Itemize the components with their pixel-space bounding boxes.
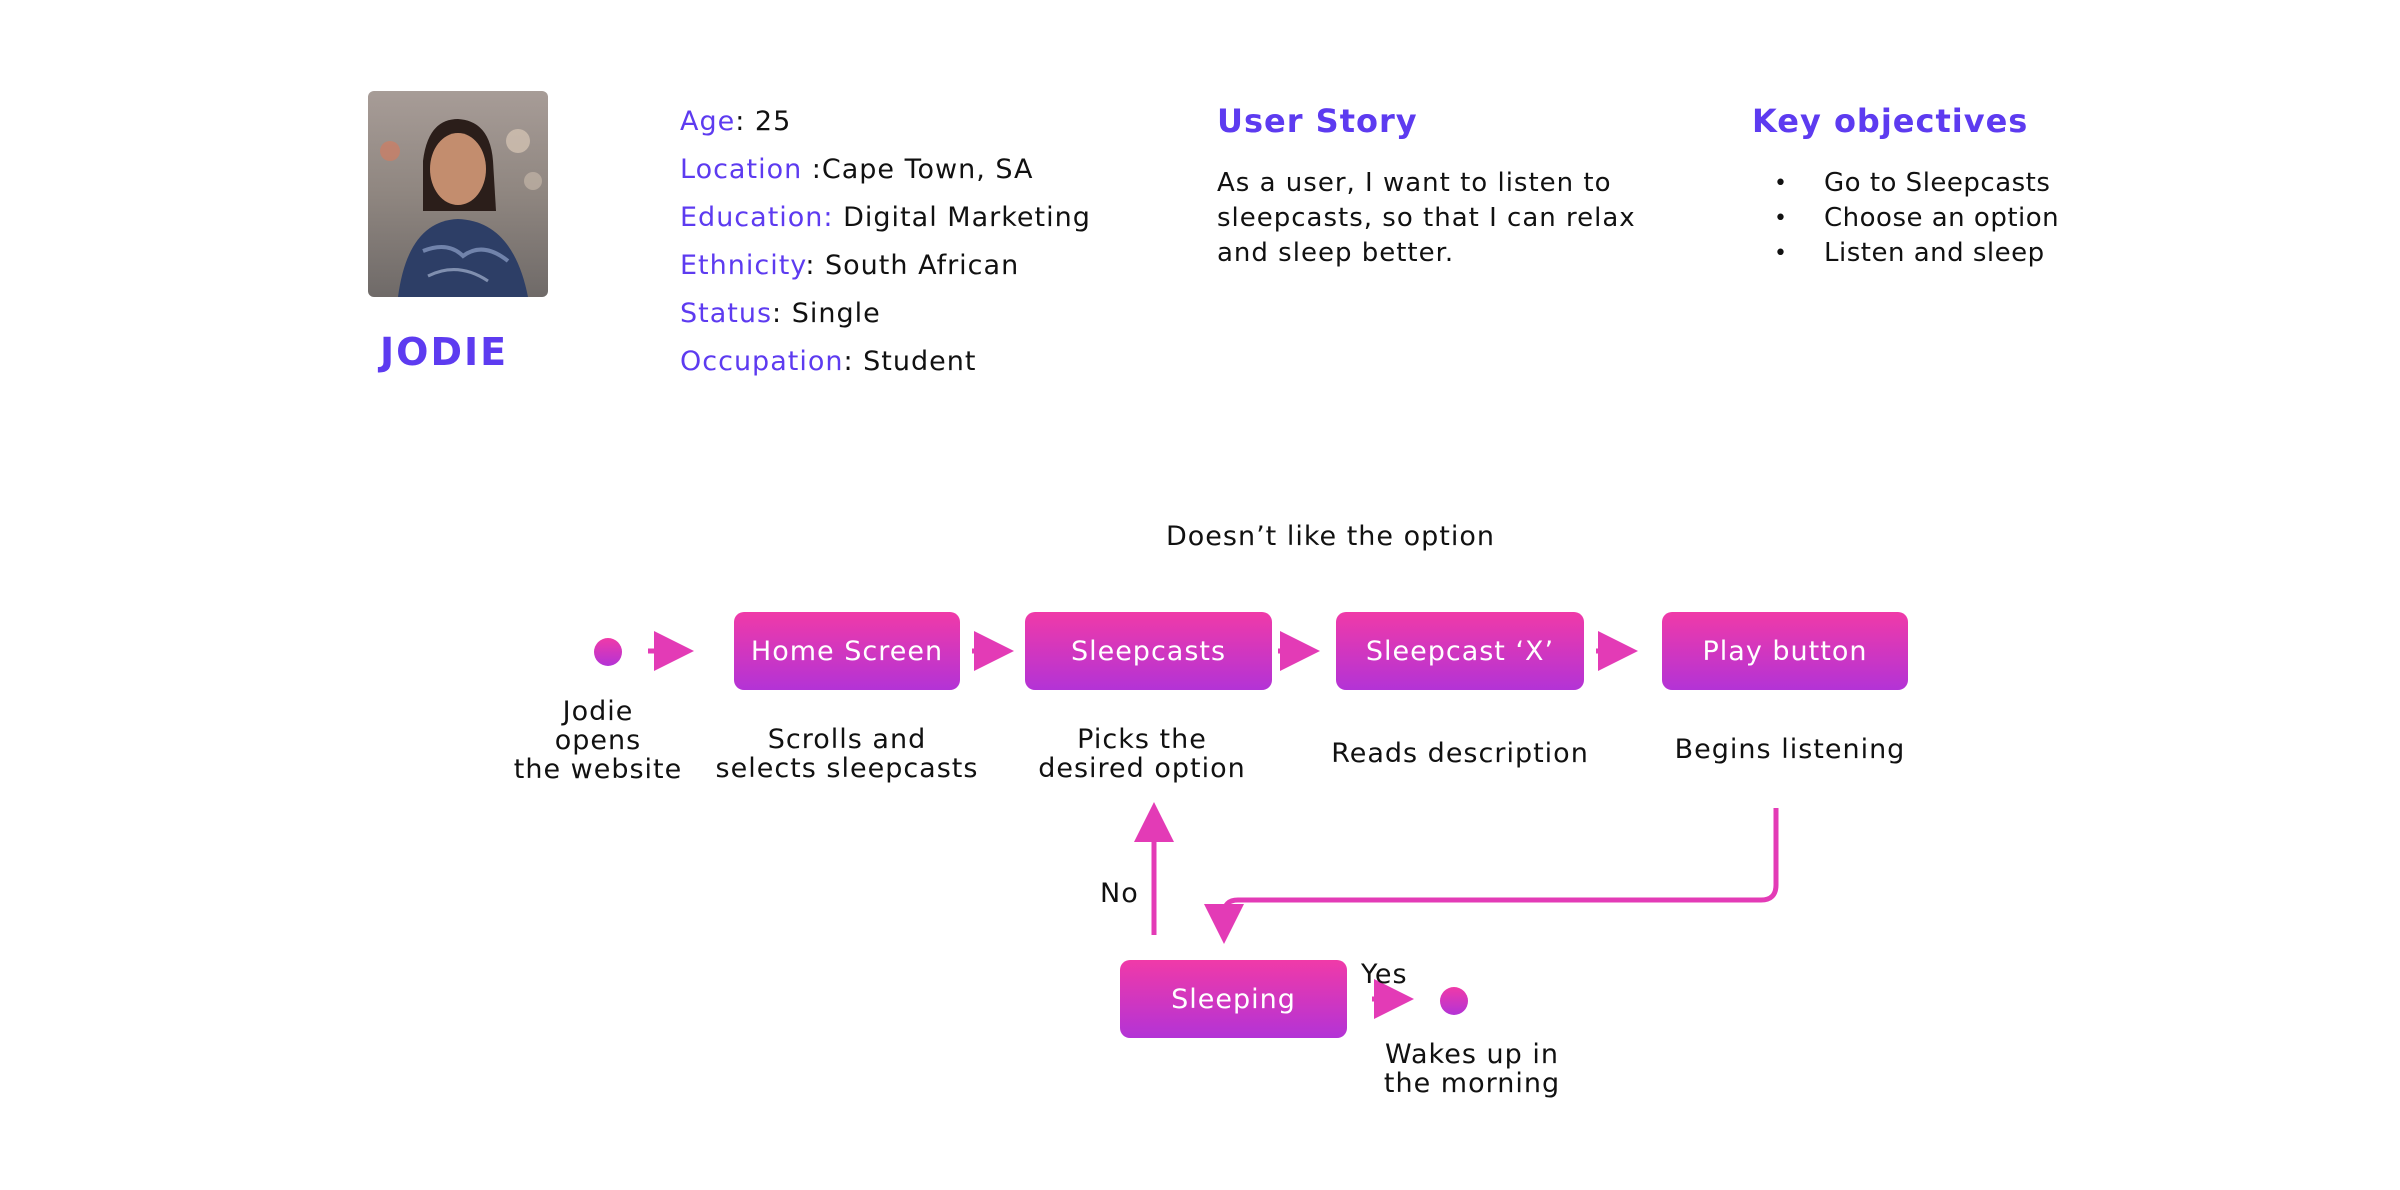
objective-item: Listen and sleep <box>1760 236 2059 271</box>
caption-line: Scrolls and <box>767 724 927 755</box>
persona-avatar <box>368 91 548 297</box>
attribute-label: Age <box>680 106 736 137</box>
node-play-button: Play button <box>1662 612 1908 690</box>
no-label: No <box>1100 878 1139 909</box>
attribute-separator: : <box>843 346 864 377</box>
attribute-label: Education: <box>680 202 834 233</box>
objective-item: Choose an option <box>1760 201 2059 236</box>
arrow-play-to-sleeping <box>1204 808 1779 944</box>
end-node <box>1440 987 1468 1015</box>
attribute-separator: : <box>811 154 822 185</box>
node-home-screen: Home Screen <box>734 612 960 690</box>
caption-line: Reads description <box>1331 738 1589 769</box>
attribute-separator: : <box>735 106 755 137</box>
attribute-separator: : <box>772 298 792 329</box>
caption-end: Wakes up in the morning <box>1372 1040 1572 1098</box>
attribute-value: Student <box>863 346 977 377</box>
attribute-label: Occupation <box>680 346 844 377</box>
caption-sleepcast-x: Reads description <box>1318 739 1602 768</box>
attribute-label: Location <box>680 154 812 185</box>
attribute-ethnicity: Ethnicity: South African <box>680 250 1019 281</box>
caption-sleepcasts: Picks the desired option <box>1032 725 1252 783</box>
avatar-photo <box>368 91 548 297</box>
start-node <box>594 638 622 666</box>
caption-line: the morning <box>1383 1068 1561 1099</box>
caption-line: selects sleepcasts <box>715 753 979 784</box>
caption-line: Picks the <box>1077 724 1207 755</box>
attribute-value: Cape Town, SA <box>821 154 1034 185</box>
attribute-value: 25 <box>754 106 792 137</box>
caption-line: opens <box>554 725 642 756</box>
persona-name: JODIE <box>380 330 509 374</box>
loop-label: Doesn’t like the option <box>1166 521 1495 552</box>
attribute-age: Age: 25 <box>680 106 791 137</box>
caption-line: Begins listening <box>1674 734 1906 765</box>
attribute-label: Ethnicity <box>680 250 806 281</box>
attribute-value: Digital Marketing <box>843 202 1091 233</box>
caption-line: Jodie <box>562 696 634 727</box>
attribute-education: Education: Digital Marketing <box>680 202 1091 233</box>
node-sleepcasts: Sleepcasts <box>1025 612 1272 690</box>
user-story-heading: User Story <box>1217 102 1418 140</box>
node-sleeping: Sleeping <box>1120 960 1347 1038</box>
caption-start: Jodie opens the website <box>510 697 686 784</box>
attribute-value: Single <box>791 298 881 329</box>
user-story-text: As a user, I want to listen to sleepcast… <box>1217 168 1636 268</box>
key-objectives-list: Go to Sleepcasts Choose an option Listen… <box>1760 166 2059 271</box>
attribute-label: Status <box>680 298 773 329</box>
yes-label: Yes <box>1361 959 1408 990</box>
caption-line: the website <box>513 754 683 785</box>
caption-line: desired option <box>1038 753 1246 784</box>
attribute-value: South African <box>825 250 1020 281</box>
caption-line: Wakes up in <box>1385 1039 1559 1070</box>
attribute-occupation: Occupation: Student <box>680 346 976 377</box>
attribute-separator: : <box>805 250 826 281</box>
attribute-status: Status: Single <box>680 298 881 329</box>
key-objectives-heading: Key objectives <box>1752 102 2029 140</box>
caption-play: Begins listening <box>1660 735 1920 764</box>
node-sleepcast-x: Sleepcast ‘X’ <box>1336 612 1584 690</box>
attribute-location: Location :Cape Town, SA <box>680 154 1034 185</box>
objective-item: Go to Sleepcasts <box>1760 166 2059 201</box>
caption-home: Scrolls and selects sleepcasts <box>712 725 982 783</box>
